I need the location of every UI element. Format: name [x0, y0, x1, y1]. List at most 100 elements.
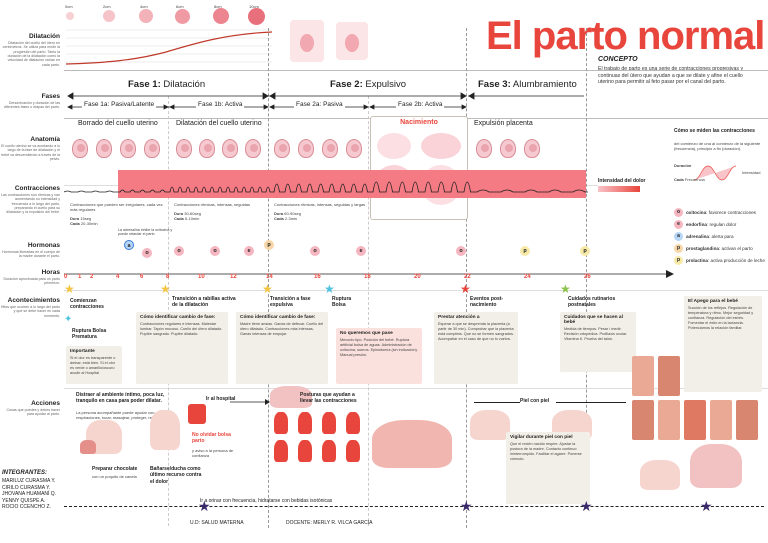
action-chocolate: Preparar chocolate	[92, 466, 138, 472]
phase-divider	[268, 28, 269, 528]
oxitocina-icon: o	[174, 246, 184, 256]
uterus-icon	[144, 139, 160, 158]
bath-illustration	[270, 386, 312, 408]
posture-icon	[346, 440, 360, 462]
hour-tick-label: 1	[78, 274, 82, 280]
dilation-circle-0	[66, 12, 74, 20]
prostaglandina-icon: p	[264, 240, 274, 250]
contraction-note-2: Contracciones rítmicas, intensas, seguid…	[174, 202, 251, 221]
posture-icon	[274, 440, 288, 462]
endorfina-icon: e	[356, 246, 366, 256]
hour-tick-label: 24	[524, 274, 531, 280]
hour-tick-label: 18	[364, 274, 371, 280]
contraction-cada: Cada Frecuencia	[674, 177, 705, 182]
contraction-intensity-sub: Intensidad	[742, 170, 761, 175]
uterus-icon	[245, 139, 261, 158]
hour-tick-label: 12	[230, 274, 237, 280]
hormone-legend-item: adrenalina: alerta para	[686, 234, 734, 239]
star-icon: ★	[460, 498, 473, 514]
event-transicion-1: Transición a rabillas activa de la dilat…	[172, 296, 236, 309]
hour-tick-label: 6	[140, 274, 144, 280]
left-label-anatomia: Anatomía El cuello uterino se va acortan…	[1, 136, 60, 161]
contraction-info-title: Cómo se miden las contracciones	[674, 128, 755, 134]
event-post-nacimiento: Eventos post-nacimiento	[470, 296, 504, 309]
action-ducha: Bañarse/ducha como último recurso contra…	[150, 466, 202, 485]
event-comienzan: Comienzan contracciones	[70, 298, 104, 311]
breastfeeding-photo	[632, 400, 654, 440]
unidad-didactica: U.D: SALUD MATERNA	[190, 520, 244, 526]
dilation-label-0: 0cm	[65, 4, 73, 9]
uterus-icon	[500, 139, 516, 158]
star-icon: ✦	[64, 314, 73, 325]
posture-icon	[274, 412, 288, 434]
box-cambio-fase-expulsiva: Cómo identificar cambio de fase:Madre ti…	[236, 312, 328, 384]
bottom-timeline	[64, 506, 764, 507]
divider	[64, 290, 768, 291]
posture-icon	[322, 440, 336, 462]
action-posturas: Posturas que ayudan a llevar las contrac…	[300, 392, 357, 405]
hour-tick-label: 22	[464, 274, 471, 280]
intensity-label: Intensidad del dolor	[598, 178, 646, 184]
hormone-legend-icon: a	[674, 232, 683, 241]
docente: DOCENTE: MERLY R. VILCA GARCIA	[286, 520, 373, 526]
uterus-icon	[274, 139, 290, 158]
contraction-note-1: Contracciones que pueden ser irregulares…	[70, 202, 163, 226]
endorfina-icon: e	[244, 246, 254, 256]
action-piel-con-piel: Piel con piel	[520, 398, 550, 404]
breastfeeding-photo	[736, 400, 758, 440]
oxitocina-icon: o	[142, 248, 152, 258]
dilation-label-6: 6cm	[176, 4, 184, 9]
star-icon: ★	[198, 498, 211, 514]
hormone-legend-item: prolactina: activa producción de leche	[686, 258, 765, 263]
left-label-dilatacion: Dilatación Dilatación del cuello del úte…	[2, 33, 60, 67]
page-title: El parto normal	[486, 14, 765, 58]
star-icon: ★	[262, 282, 273, 296]
hospital-arrow	[230, 399, 270, 405]
breastfeeding-photo	[710, 400, 732, 440]
phase-3-title: Fase 3: Alumbramiento	[478, 79, 577, 90]
contraction-durac: Duración	[674, 163, 692, 168]
event-cuidados: Cuidados rutinarios postnatales	[568, 296, 616, 309]
nacimiento-title: Nacimiento	[400, 119, 438, 126]
intensity-scale	[598, 186, 640, 192]
action-hospital: Ir al hospital	[206, 396, 236, 402]
prolactina-icon: p	[580, 246, 590, 256]
concept-text: El trabajo de parto es una serie de cont…	[598, 66, 744, 85]
anatomy-dilatacion-label: Dilatación del cuello uterino	[176, 120, 262, 127]
oxitocina-icon: o	[210, 246, 220, 256]
breastfeeding-photo	[658, 400, 680, 440]
star-icon: ★	[324, 282, 335, 296]
subphase-divider	[168, 96, 169, 526]
posture-icon	[322, 412, 336, 434]
uterus-icon	[298, 139, 314, 158]
subphase-divider	[368, 96, 369, 526]
breastfeeding-photo	[684, 400, 706, 440]
hormone-legend-icon: e	[674, 220, 683, 229]
mother-baby-illustration	[690, 444, 742, 488]
bag-icon	[188, 404, 206, 424]
hour-tick-label: 8	[166, 274, 170, 280]
star-icon: ★	[580, 498, 593, 514]
oxitocina-icon: o	[310, 246, 320, 256]
prolactina-icon: p	[520, 246, 530, 256]
phase-2-title: Fase 2: Expulsivo	[330, 79, 407, 90]
chocolate-cup-icon	[80, 440, 96, 454]
hormone-legend-icon: p	[674, 256, 683, 265]
subphase-2b: Fase 2b: Activa	[396, 101, 445, 108]
left-label-horas: Horas Duración aproximada para un parto …	[3, 269, 60, 286]
left-label-contracciones: Contracciones Las contracciones son rítm…	[1, 185, 60, 215]
birth-step-icon	[421, 133, 461, 159]
dilation-curve-chart	[66, 29, 272, 65]
contraction-note-3: Contracciones rítmicas, intensas, seguid…	[274, 202, 366, 221]
uterus-icon	[524, 139, 540, 158]
hormone-note: La adrenalina inhibe la oxitocina y pued…	[118, 228, 173, 237]
action-hidratarse: Ir a orinar con frecuencia, hidratarse c…	[200, 498, 333, 504]
uterus-icon	[199, 139, 215, 158]
hours-axis	[64, 270, 674, 278]
uterus-icon	[346, 139, 362, 158]
subphase-2a: Fase 2a: Pasiva	[294, 101, 345, 108]
